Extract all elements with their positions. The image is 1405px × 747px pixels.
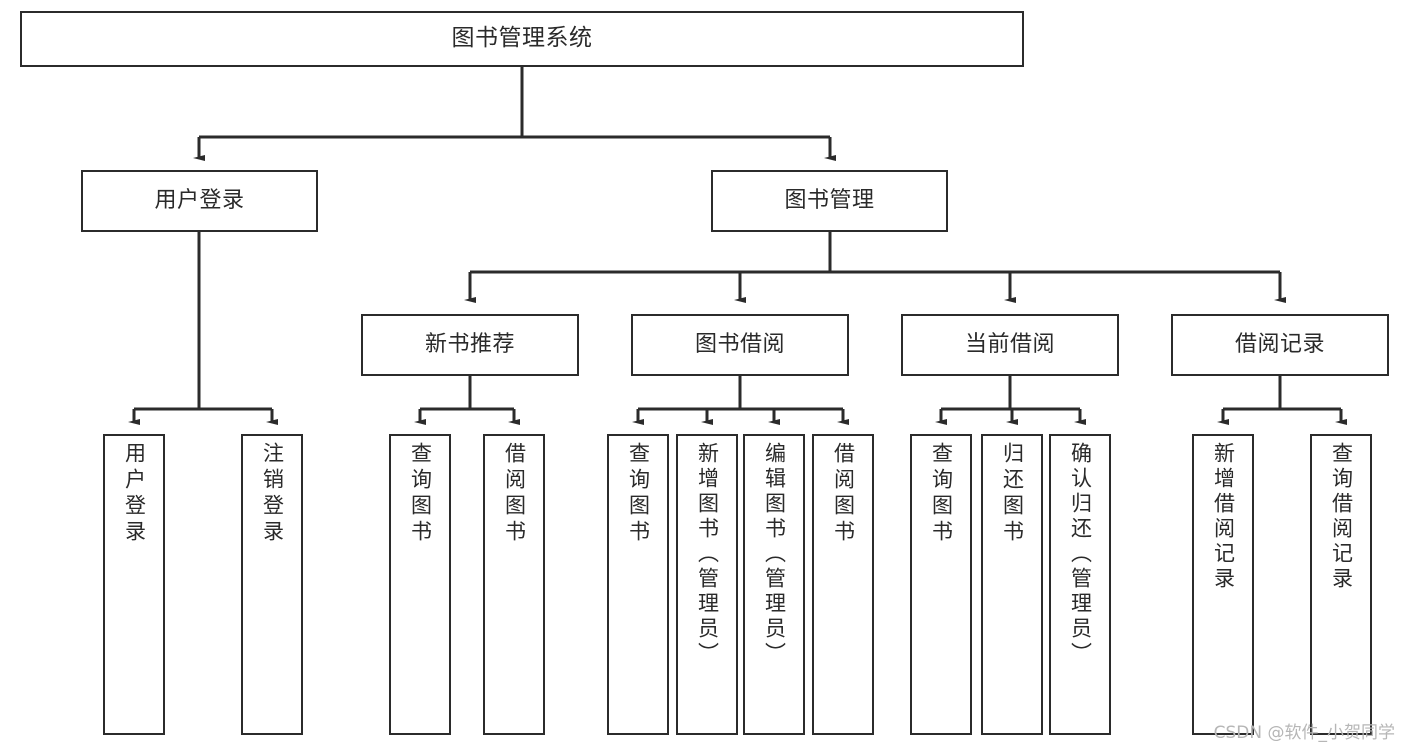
node-borrow-record[interactable]: 借阅记录 (1171, 314, 1389, 376)
node-label: 新增借阅记录 (1211, 442, 1236, 592)
node-label: 查询图书 (408, 442, 433, 546)
node-book-borrow[interactable]: 图书借阅 (631, 314, 849, 376)
node-label: 注销登录 (260, 442, 285, 546)
node-label: 用户登录 (122, 442, 147, 546)
node-label: 图书借阅 (694, 331, 785, 357)
node-label: 用户登录 (154, 187, 245, 213)
node-leaf-borrow-book[interactable]: 借阅图书 (812, 434, 874, 735)
node-user-login[interactable]: 用户登录 (81, 170, 318, 232)
node-label: 借阅记录 (1234, 331, 1325, 357)
node-label: 当前借阅 (964, 331, 1055, 357)
watermark: CSDN @软件_小贺同学 (1213, 723, 1395, 743)
node-leaf-edit-book-admin[interactable]: 编辑图书（管理员） (743, 434, 805, 735)
node-leaf-query-book-recommend[interactable]: 查询图书 (389, 434, 451, 735)
node-leaf-logout-login[interactable]: 注销登录 (241, 434, 303, 735)
node-leaf-add-book-admin[interactable]: 新增图书（管理员） (676, 434, 738, 735)
node-label: 查询图书 (626, 442, 651, 546)
node-label: 图书管理系统 (451, 25, 593, 52)
node-leaf-add-borrow-record[interactable]: 新增借阅记录 (1192, 434, 1254, 735)
node-label: 新增图书（管理员） (695, 442, 720, 667)
node-leaf-user-login[interactable]: 用户登录 (103, 434, 165, 735)
node-current-borrow[interactable]: 当前借阅 (901, 314, 1119, 376)
node-leaf-query-borrow-record[interactable]: 查询借阅记录 (1310, 434, 1372, 735)
node-new-book-recommend[interactable]: 新书推荐 (361, 314, 579, 376)
node-label: 编辑图书（管理员） (762, 442, 787, 667)
node-label: 图书管理 (784, 187, 875, 213)
node-book-manage[interactable]: 图书管理 (711, 170, 948, 232)
node-leaf-confirm-return-admin[interactable]: 确认归还（管理员） (1049, 434, 1111, 735)
node-label: 归还图书 (1000, 442, 1025, 546)
node-label: 查询借阅记录 (1329, 442, 1354, 592)
node-leaf-borrow-book-recommend[interactable]: 借阅图书 (483, 434, 545, 735)
node-root-system[interactable]: 图书管理系统 (20, 11, 1024, 67)
node-label: 查询图书 (929, 442, 954, 546)
node-leaf-query-book-borrow[interactable]: 查询图书 (607, 434, 669, 735)
node-label: 借阅图书 (831, 442, 856, 546)
node-label: 新书推荐 (424, 331, 515, 357)
node-leaf-query-book-current[interactable]: 查询图书 (910, 434, 972, 735)
node-leaf-return-book[interactable]: 归还图书 (981, 434, 1043, 735)
node-label: 确认归还（管理员） (1068, 442, 1093, 667)
node-label: 借阅图书 (502, 442, 527, 546)
